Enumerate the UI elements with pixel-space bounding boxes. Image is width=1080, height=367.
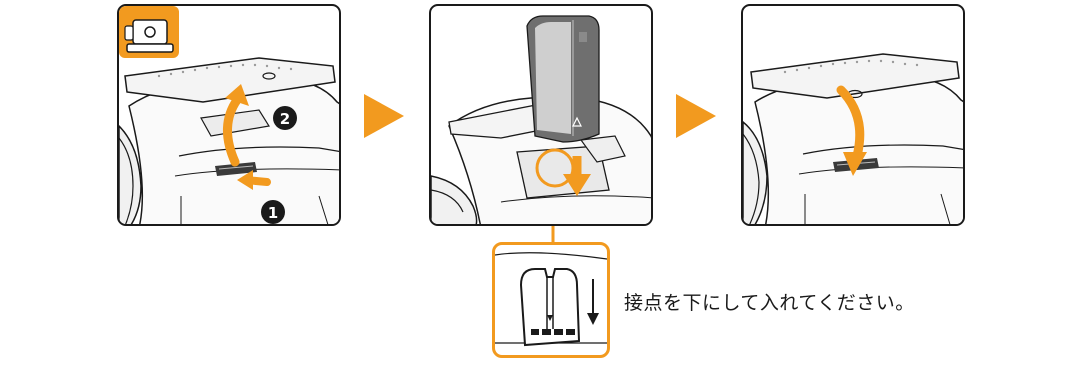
- contacts-zoom-circle: [535, 148, 575, 188]
- battery-pack: [526, 15, 600, 143]
- arrow-right-icon: [676, 94, 716, 138]
- svg-text:1: 1: [268, 204, 278, 222]
- battery-orientation-caption: 接点を下にして入れてください。: [624, 292, 915, 314]
- contacts-enlargement: [492, 242, 610, 358]
- step-close-lid-panel: [741, 4, 965, 226]
- step-open-lid-panel: 2 1: [117, 4, 341, 226]
- camera-on-tripod-icon: [119, 6, 179, 58]
- lift-arrow-icon: [222, 84, 271, 190]
- step-2-marker: 2: [273, 106, 297, 130]
- step-insert-battery-panel: [429, 4, 653, 226]
- arrow-right-icon: [364, 94, 404, 138]
- svg-text:2: 2: [280, 110, 290, 128]
- close-lid-arrow-icon: [836, 85, 867, 176]
- step-1-marker: 1: [261, 200, 285, 224]
